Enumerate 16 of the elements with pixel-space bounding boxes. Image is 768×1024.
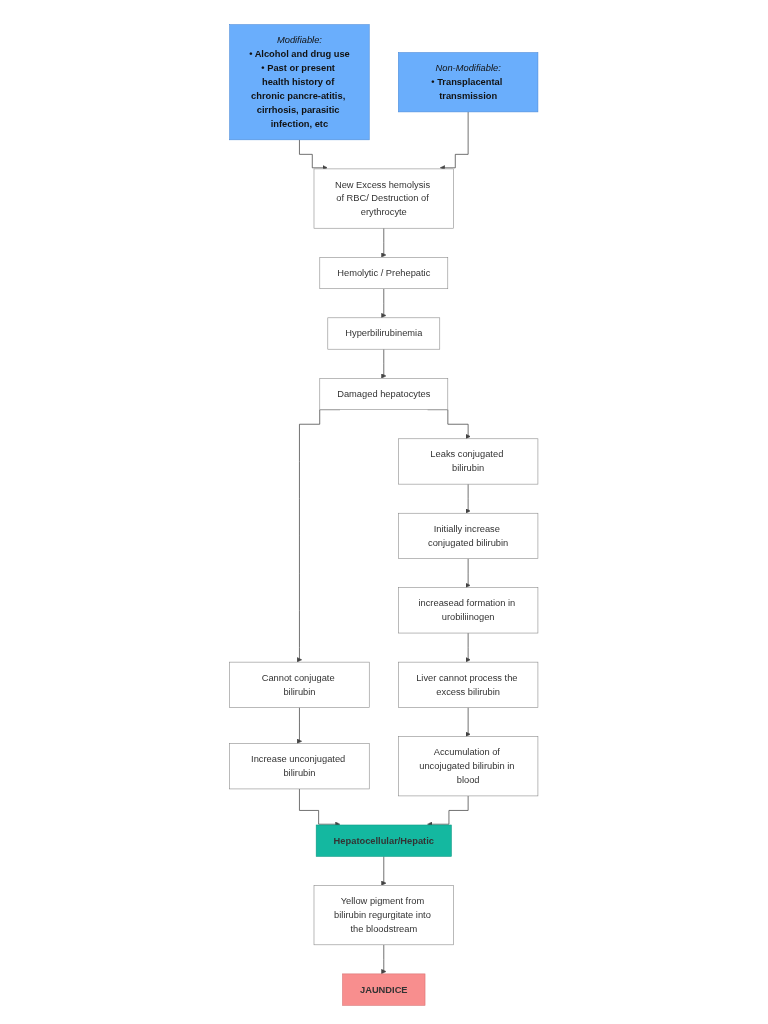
node-box: Liver cannot process the excess bilirubin: [398, 661, 539, 708]
node-box: Non-Modifiable: • Transplacental transmission: [398, 52, 539, 113]
node-box: increasead formation in urobiliinogen: [398, 587, 539, 634]
node-box: Hemolytic / Prehepatic: [319, 257, 449, 289]
node-box: Hepatocellular/Hepatic: [316, 824, 452, 857]
node-box: JAUNDICE: [342, 973, 426, 1006]
node-box: Cannot conjugate bilirubin: [229, 661, 370, 708]
node-box: Increase unconjugated bilirubin: [229, 743, 370, 790]
node-box: Hyperbilirubinemia: [327, 317, 441, 350]
node-box: Accumulation of uncojugated bilirubin in blood: [398, 736, 539, 797]
node-box: Modifiable: • Alcohol and drug use • Past or present health history of chronic pancre-atitis, cirrhosis, parasitic infection, etc: [229, 24, 370, 141]
node-box: New Excess hemolysis of RBC/ Destruction of erythrocyte: [313, 168, 455, 229]
node-box: Initially increase conjugated bilirubin: [398, 512, 539, 559]
node-box: Leaks conjugated bilirubin: [398, 438, 539, 485]
node-box: Damaged hepatocytes: [319, 378, 449, 410]
node-box: Yellow pigment from bilirubin regurgitate into the bloodstream: [313, 885, 455, 946]
